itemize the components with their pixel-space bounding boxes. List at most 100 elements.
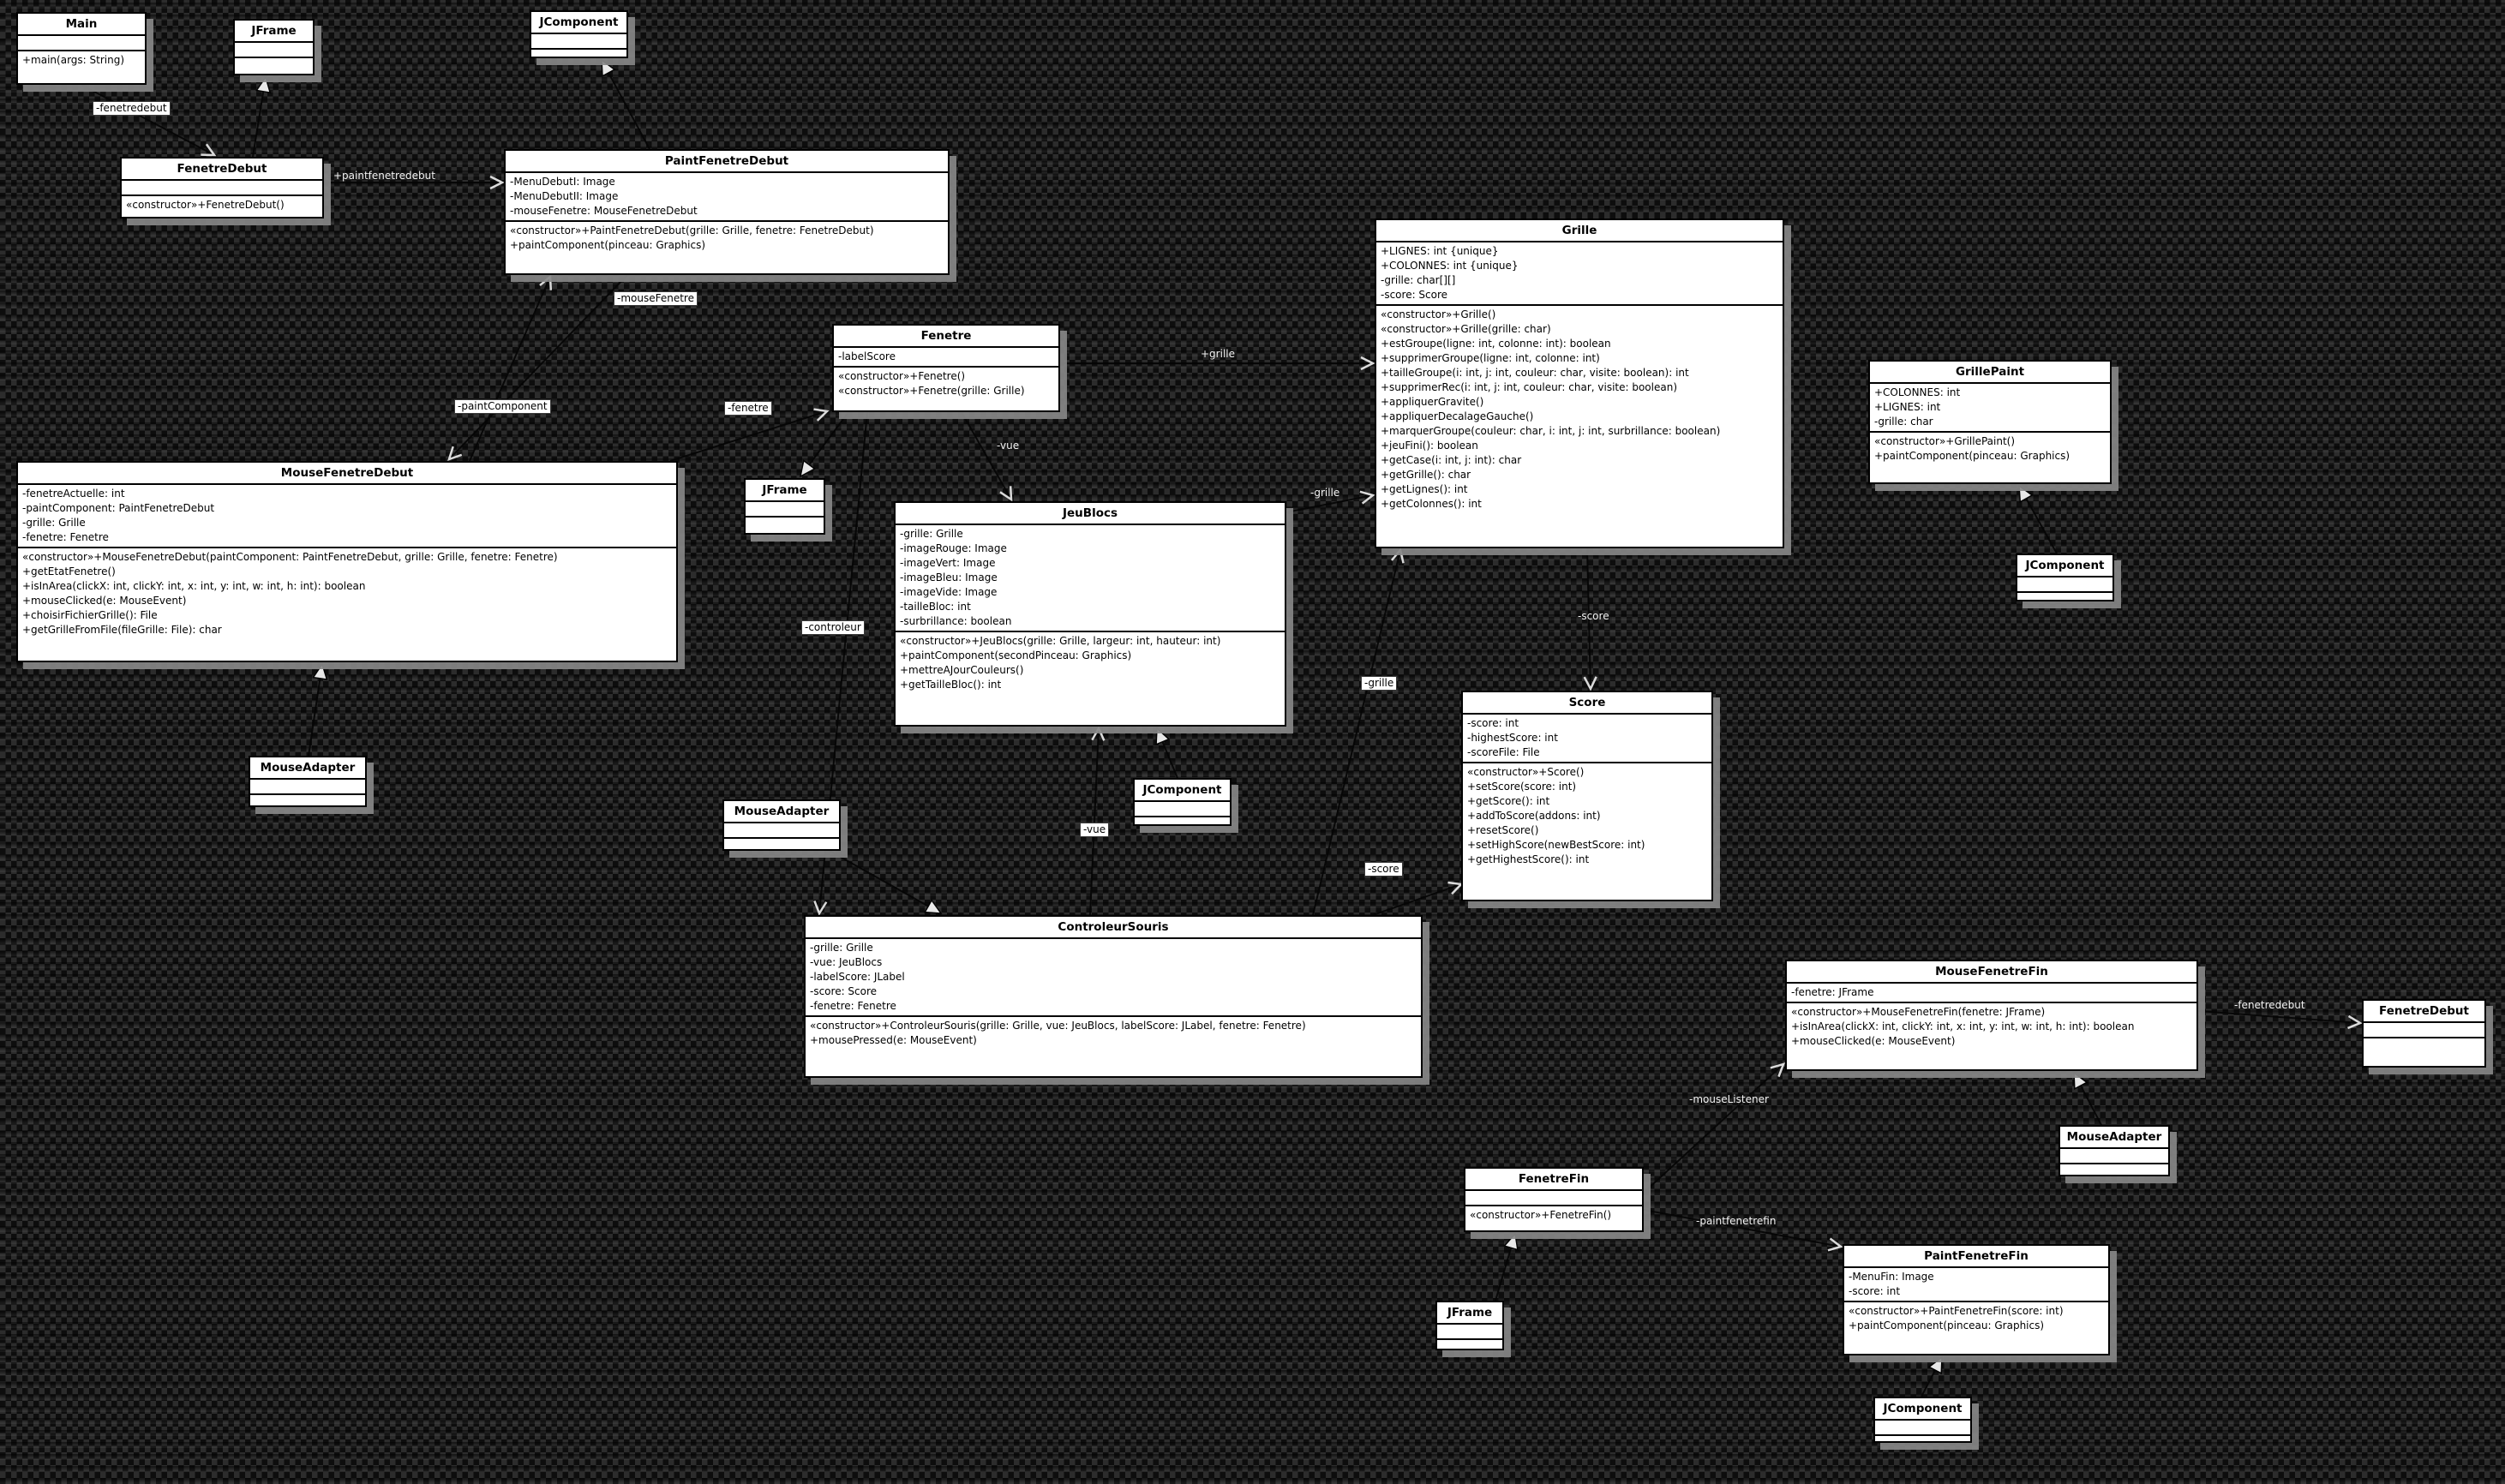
edge-label[interactable]: -vue [994,440,1022,452]
class-jcomponent-8[interactable]: JComponent [2016,554,2114,601]
edge-label[interactable]: +grille [1198,348,1238,361]
class-attribute: -score: int [1849,1285,1901,1297]
class-mouseadapter-19[interactable]: MouseAdapter [2059,1125,2170,1176]
class-title: MouseAdapter [250,757,365,780]
class-attribute: +COLONNES: int {unique} [1381,260,1519,272]
class-attribute: -fenetreActuelle: int [22,488,125,500]
class-mousefenetredebut-9[interactable]: MouseFenetreDebut -fenetreActuelle: int-… [16,461,678,662]
class-title: MouseFenetreFin [1787,961,2196,984]
edge-label[interactable]: -mouseListener [1687,1093,1771,1106]
class-mouseadapter-12[interactable]: MouseAdapter [249,756,367,807]
class-attribute: -highestScore: int [1467,732,1558,744]
generalization-connector [2018,484,2058,554]
class-grille-6[interactable]: Grille +LIGNES: int {unique}+COLONNES: i… [1375,218,1784,548]
edge-label[interactable]: -mouseFenetre [614,291,698,306]
class-methods-section [2017,593,2112,600]
class-method: «constructor»+FenetreDebut() [126,199,285,211]
edge-label[interactable]: -controleur [801,620,865,635]
class-methods-section: «constructor»+ControleurSouris(grille: G… [806,1017,1421,1076]
class-score-15[interactable]: Score -score: int-highestScore: int-scor… [1461,691,1713,901]
class-title: Fenetre [834,326,1058,348]
class-method: «constructor»+JeuBlocs(grille: Grille, l… [900,635,1221,647]
class-method: «constructor»+PaintFenetreFin(score: int… [1849,1305,2064,1317]
class-attributes-section: -score: int -highestScore: int -scoreFile:… [1463,715,1711,763]
class-jframe-10[interactable]: JFrame [744,478,825,535]
association-connector [1089,726,1106,916]
edge-label[interactable]: -grille [1308,487,1343,500]
edge-label[interactable]: -fenetre [724,401,772,416]
generalization-connector [829,850,943,914]
class-method: +tailleGroupe(i: int, j: int, couleur: c… [1381,367,1689,379]
class-attribute: -surbrillance: boolean [900,615,1012,627]
association-connector [1372,881,1464,916]
class-title: JFrame [746,480,824,502]
class-attribute: -labelScore: JLabel [810,971,905,983]
class-mousefenetrefin-17[interactable]: MouseFenetreFin -fenetre: JFrame «constr… [1785,960,2198,1071]
class-fenetrefin-20[interactable]: FenetreFin «constructor»+FenetreFin() [1464,1167,1644,1232]
class-fenetre-5[interactable]: Fenetre -labelScore «constructor»+Fenetr… [832,324,1060,412]
class-attribute: -imageBleu: Image [900,571,998,583]
edge-label[interactable]: -paintfenetrefin [1693,1215,1779,1228]
class-attributes-section [724,823,839,839]
class-jeublocs-11[interactable]: JeuBlocs -grille: Grille-imageRouge: Ima… [894,501,1286,727]
edge-label[interactable]: +paintfenetredebut [331,170,438,183]
class-mouseadapter-13[interactable]: MouseAdapter [722,799,841,851]
edge-label[interactable]: -fenetredebut [93,101,171,116]
class-methods-section [746,518,824,533]
class-fenetredebut-3[interactable]: FenetreDebut «constructor»+FenetreDebut(… [120,157,324,218]
edge-label[interactable]: -fenetredebut [2232,999,2308,1012]
class-method: «constructor»+ControleurSouris(grille: G… [810,1020,1306,1032]
association-connector [1643,1062,1786,1194]
class-methods-section: «constructor»+PaintFenetreDebut(grille: … [506,222,948,273]
class-main-0[interactable]: Main +main(args: String) [16,12,147,85]
class-paintfenetrefin-22[interactable]: PaintFenetreFin -MenuFin: Image-score: i… [1843,1244,2110,1355]
class-title: Grille [1376,220,1783,242]
class-jframe-1[interactable]: JFrame [233,19,315,75]
generalization-connector [308,662,328,757]
class-attribute: -score: int [1467,717,1519,729]
class-attribute: -tailleBloc: int [900,601,971,613]
class-jcomponent-2[interactable]: JComponent [530,10,628,58]
edge-label[interactable]: -vue [1080,823,1110,837]
class-title: MouseAdapter [2060,1127,2168,1149]
class-method: +jeuFini(): boolean [1381,440,1478,452]
class-title: ControleurSouris [806,917,1421,939]
class-methods-section: «constructor»+GrillePaint()+paintCompone… [1870,433,2110,482]
class-methods-section: +main(args: String) [18,51,145,83]
class-fenetredebut-18[interactable]: FenetreDebut [2362,999,2486,1068]
class-paintfenetredebut-4[interactable]: PaintFenetreDebut -MenuDebutI: Image-Men… [504,149,950,275]
class-jcomponent-14[interactable]: JComponent [1133,778,1232,826]
class-method: +mouseClicked(e: MouseEvent) [22,595,187,607]
class-jcomponent-23[interactable]: JComponent [1873,1397,1972,1443]
class-method: +supprimerRec(i: int, j: int, couleur: c… [1381,381,1678,393]
class-attribute: -score: Score [1381,289,1448,301]
class-method: +supprimerGroupe(ligne: int, colonne: in… [1381,352,1600,364]
class-attributes-section [2017,577,2112,593]
class-title: PaintFenetreFin [1844,1246,2108,1268]
class-controleursouris-16[interactable]: ControleurSouris -grille: Grille-vue: Je… [804,915,1423,1078]
generalization-connector [799,411,849,478]
class-title: JComponent [531,12,626,34]
class-attributes-section: -MenuDebutI: Image-MenuDebutII: Image-mo… [506,173,948,222]
edge-label[interactable]: -score [1364,862,1403,877]
edge-label[interactable]: -paintComponent [454,399,551,414]
generalization-connector [2073,1071,2102,1126]
class-title: JComponent [1875,1398,1970,1421]
class-method: «constructor»+Fenetre(grille: Grille) [838,385,1025,397]
class-title: JFrame [235,21,313,43]
class-methods-section [235,58,313,74]
association-connector [447,274,628,462]
class-jframe-21[interactable]: JFrame [1435,1301,1504,1350]
class-grillepaint-7[interactable]: GrillePaint +COLONNES: int+LIGNES: int-g… [1868,360,2112,484]
class-title: PaintFenetreDebut [506,151,948,173]
edge-label[interactable]: -score [1575,610,1612,623]
association-connector [669,408,830,462]
class-attribute: -vue: JeuBlocs [810,956,883,968]
class-attribute: -scoreFile: File [1467,746,1540,758]
class-attributes-section: +COLONNES: int+LIGNES: int-grille: char [1870,384,2110,433]
class-attribute: -paintComponent: PaintFenetreDebut [22,502,215,514]
class-attributes-section [2364,1023,2484,1038]
edge-label[interactable]: -grille [1361,676,1398,691]
class-method: +getLignes(): int [1381,483,1468,495]
class-attributes-section [1135,802,1230,817]
